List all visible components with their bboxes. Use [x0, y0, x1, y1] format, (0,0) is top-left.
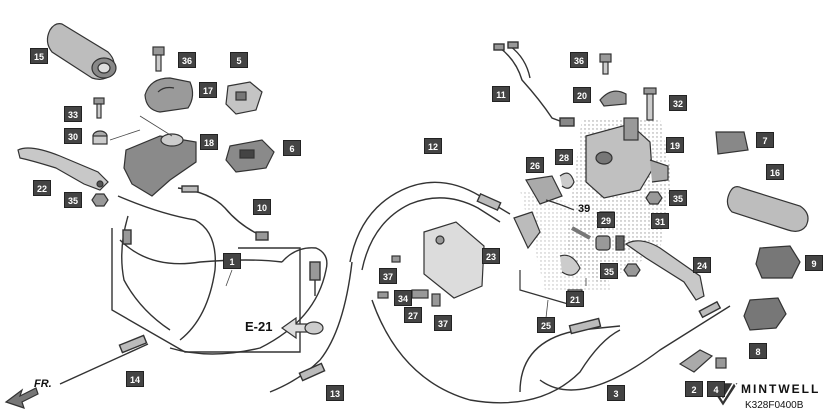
bolt-parts-center: [377, 255, 441, 307]
e21-reference-arrow: [280, 316, 324, 340]
reference-39-label: 39: [578, 203, 591, 215]
bolt-part-right: [599, 53, 612, 75]
callout-32: 32: [669, 95, 687, 111]
reference-e21-label: E-21: [245, 319, 273, 334]
right-cable-assembly: [371, 299, 731, 404]
holder-part: [225, 81, 263, 115]
callout-35-right-bottom: 35: [600, 263, 618, 279]
switch-wire-part: [493, 41, 575, 127]
callout-30: 30: [64, 128, 82, 144]
callout-35-right-top: 35: [669, 190, 687, 206]
front-arrow: [4, 387, 39, 409]
callout-19: 19: [666, 137, 684, 153]
callout-17: 17: [199, 82, 217, 98]
wire-harness-part: [177, 185, 269, 241]
callout-28: 28: [555, 149, 573, 165]
callout-10: 10: [253, 199, 271, 215]
callout-29: 29: [597, 212, 615, 228]
callout-25: 25: [537, 317, 555, 333]
switch-housing-part: [144, 77, 194, 113]
switch-panel-part: [411, 221, 485, 299]
nut-parts-right: [623, 191, 663, 277]
left-grip-part: [46, 23, 117, 80]
callout-12: 12: [424, 138, 442, 154]
callout-5: 5: [230, 52, 248, 68]
front-direction-label: FR.: [34, 378, 52, 390]
callout-3: 3: [607, 385, 625, 401]
callout-34: 34: [394, 290, 412, 306]
callout-8: 8: [749, 343, 767, 359]
small-switch-part: [715, 131, 749, 155]
brand-name: MINTWELL: [741, 382, 821, 396]
callout-26: 26: [526, 157, 544, 173]
callout-37-top: 37: [379, 268, 397, 284]
callout-18: 18: [200, 134, 218, 150]
callout-36-left: 36: [178, 52, 196, 68]
center-cable-assembly: [269, 181, 511, 393]
callout-36-right: 36: [570, 52, 588, 68]
left-cable-assembly: [59, 195, 328, 385]
callout-13: 13: [326, 385, 344, 401]
callout-37-bottom: 37: [434, 315, 452, 331]
callout-7: 7: [756, 132, 774, 148]
callout-21: 21: [566, 291, 584, 307]
callout-9: 9: [805, 255, 823, 271]
callout-27: 27: [404, 307, 422, 323]
left-lever-part: [17, 147, 109, 191]
master-cylinder-part: [585, 117, 669, 199]
screw-collar-part: [92, 97, 108, 145]
right-switch-parts: [743, 245, 801, 331]
callout-14: 14: [126, 371, 144, 387]
callout-23: 23: [482, 248, 500, 264]
right-grip-part: [726, 186, 809, 232]
callout-20: 20: [573, 87, 591, 103]
callout-16: 16: [766, 164, 784, 180]
callout-11: 11: [492, 86, 510, 102]
lever-holder-part: [123, 133, 197, 197]
callout-31: 31: [651, 213, 669, 229]
callout-1: 1: [223, 253, 241, 269]
callout-24: 24: [693, 257, 711, 273]
callout-35-left: 35: [64, 192, 82, 208]
nut-part-left: [91, 193, 109, 207]
callout-33: 33: [64, 106, 82, 122]
callout-4: 4: [707, 381, 725, 397]
bracket-parts-bottom: [678, 349, 727, 373]
callout-22: 22: [33, 180, 51, 196]
clamp-part: [599, 90, 627, 107]
right-lever-part: [624, 240, 705, 301]
callout-2: 2: [685, 381, 703, 397]
switch-part: [225, 139, 275, 173]
callout-6: 6: [283, 140, 301, 156]
bolt-part-left: [152, 46, 165, 72]
diagram-code: K328F0400B: [745, 400, 804, 411]
leader-lines: [109, 115, 587, 319]
pin-part: [643, 87, 657, 121]
callout-15: 15: [30, 48, 48, 64]
